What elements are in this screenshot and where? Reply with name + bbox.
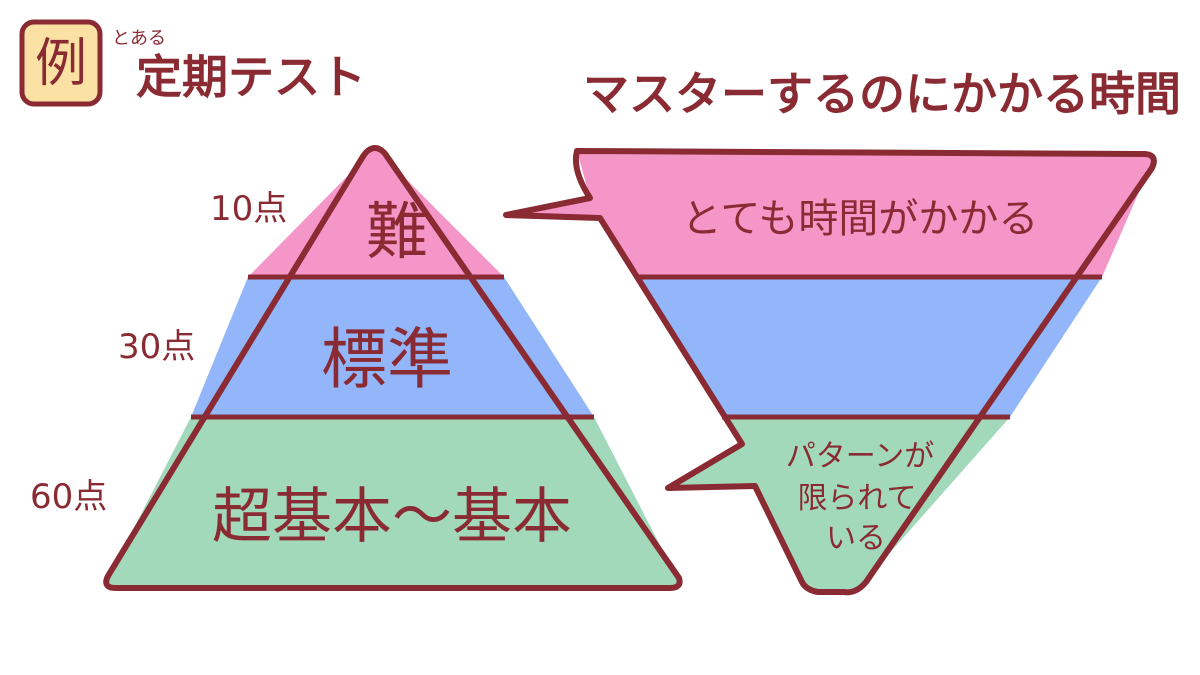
level-2-name: 標準 (321, 321, 453, 398)
time-bottom-line-3: いる (826, 521, 886, 556)
title-ruby: とある (112, 28, 166, 49)
level-3-name: 超基本～基本 (212, 482, 572, 552)
pyramid-bottom-band (104, 417, 681, 586)
time-top-band (506, 151, 1155, 277)
pyramid-outline (103, 145, 683, 591)
time-triangle: とても時間がかかる パターンが 限られて いる (503, 148, 1157, 596)
level-1-points: 10点 (210, 189, 287, 229)
badge-text: 例 (35, 34, 87, 94)
example-badge: 例 (19, 19, 103, 107)
level-3-points: 60点 (30, 477, 107, 517)
level-1-name: 難 (366, 195, 428, 268)
time-top-text: とても時間がかかる (682, 196, 1039, 242)
difficulty-pyramid: 難 標準 超基本～基本 10点 30点 60点 (30, 145, 683, 591)
time-middle-band (637, 277, 1102, 417)
time-outline (503, 148, 1157, 596)
time-bottom-band (668, 417, 1010, 589)
level-2-points: 30点 (118, 327, 195, 367)
right-title: マスターするのにかかる時間 (583, 67, 1181, 121)
time-bottom-line-2: 限られて (797, 481, 916, 516)
time-bottom-line-1: パターンが (786, 439, 935, 474)
page-title: 定期テスト (136, 50, 366, 104)
